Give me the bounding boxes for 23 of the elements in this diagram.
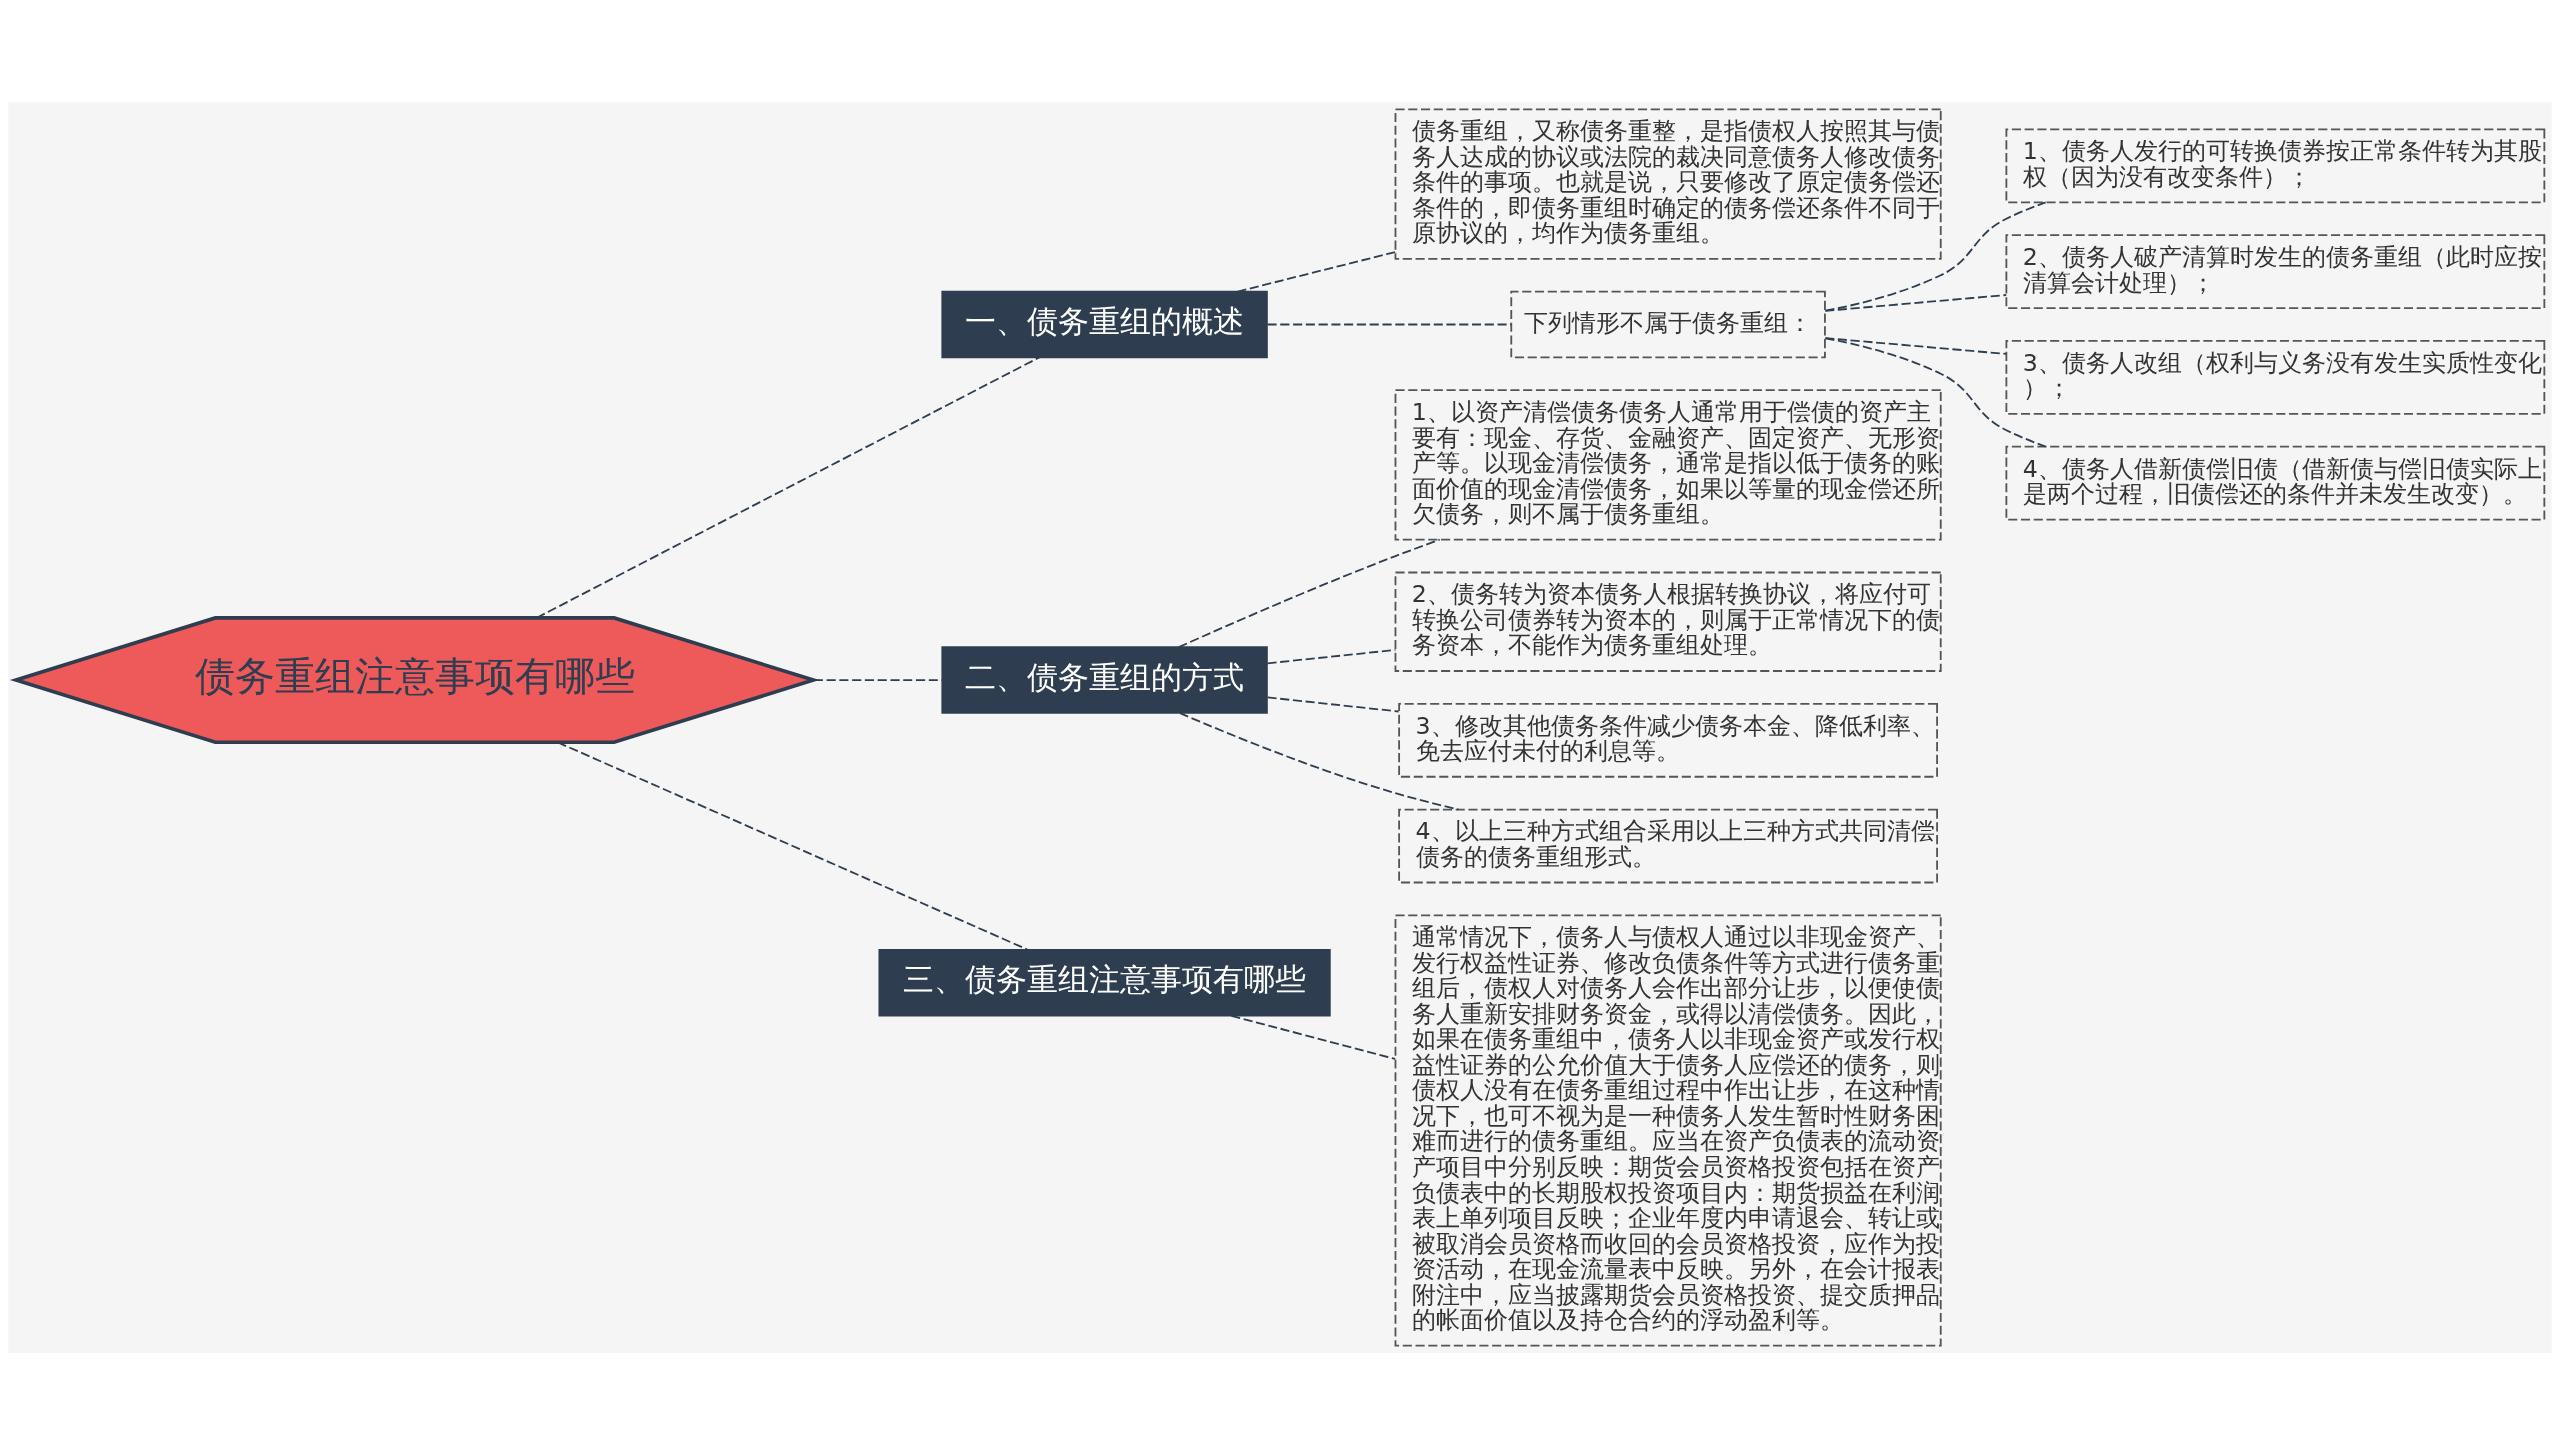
node-box: 1、以资产清偿债务债务人通常用于偿债的资产主要有：现金、存货、金融资产、固定资产、无形资产等。以现金清偿债务，通常是指以低于债务的账面价值的现金清偿债务，如果以等量的现金偿还所欠债务，则不属于债务重组。 (1394, 389, 1942, 541)
node-box: 1、债务人发行的可转换债券按正常条件转为其股权（因为没有改变条件）； (2005, 128, 2546, 204)
node-box: 3、修改其他债务条件减少债务本金、降低利率、免去应付未付的利息等。 (1398, 702, 1938, 778)
node-box: 2、债务人破产清算时发生的债务重组（此时应按清算会计处理）； (2005, 234, 2546, 309)
node-box: 4、债务人借新债偿旧债（借新债与偿旧债实际上是两个过程，旧债偿还的条件并未发生改变）。 (2005, 445, 2546, 521)
node-box: 4、以上三种方式组合采用以上三种方式共同清偿债务的债务重组形式。 (1398, 808, 1938, 884)
connector (1824, 294, 2008, 312)
connector (1266, 649, 1397, 665)
connector (1266, 323, 1512, 326)
node-box: 下列情形不属于债务重组： (1510, 290, 1826, 359)
node-box: 债务重组，又称债务重整，是指债权人按照其与债务人达成的协议或法院的裁决同意债务人修改债务条件的事项。也就是说，只要修改了原定债务偿还条件的，即债务重组时确定的债务偿还条件不同于原协议的，均作为债务重组。 (1394, 108, 1942, 260)
connector (556, 741, 1030, 951)
node-box: 通常情况下，债务人与债权人通过以非现金资产、发行权益性证券、修改负债条件等方式进行债务重组后，债权人对债务人会作出部分让步，以便使债务人重新安排财务资金，或得以清偿债务。因此，如果在债务重组中，债务人以非现金资产或发行权益性证券的公允价值大于债务人应偿还的债务，则债权人没有在债务重组过程中作出让步，在这种情况下，也可不视为是一种债务人发生暂时性财务困难而进行的债务重组。应当在资产负债表的流动资产项目中分别反映：期货会员资格投资包括在资产负债表中的长期股权投资项目内：期货损益在利润表上单列项目反映；企业年度内申请退会、转让或被取消会员资格而收回的会员资格投资，应作为投资活动，在现金流量表中反映。另外，在会计报表附注中，应当披露期货会员资格投资、提交质押品的帐面价值以及持仓合约的浮动盈利等。 (1394, 914, 1942, 1347)
node-box: 一、债务重组的概述 (941, 290, 1268, 359)
connector (1230, 1014, 1397, 1060)
connector (1236, 251, 1397, 293)
node-box: 3、债务人改组（权利与义务没有发生实质性变化）； (2005, 339, 2546, 415)
connector (535, 356, 1041, 619)
node-box: 二、债务重组的方式 (941, 646, 1268, 714)
connector (1266, 696, 1400, 713)
connector (1824, 337, 2008, 355)
node-box: 三、债务重组注意事项有哪些 (878, 949, 1331, 1017)
node-box: 2、债务转为资本债务人根据转换协议，将应付可转换公司债券转为资本的，则属于正常情况下的债务资本，不能作为债务重组处理。 (1394, 571, 1942, 672)
